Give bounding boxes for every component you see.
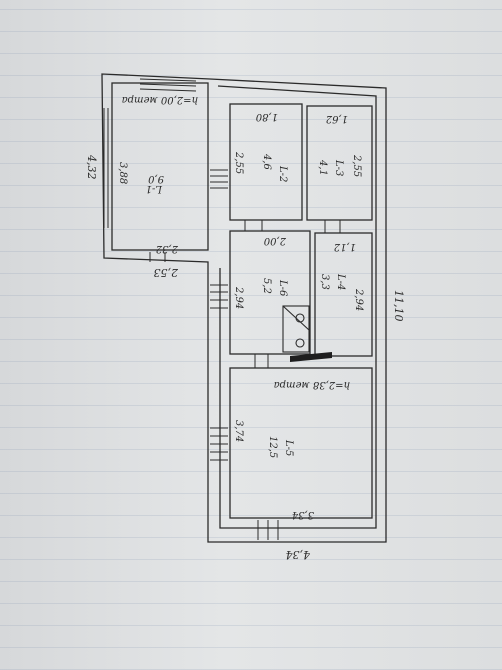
room5-walls: [229, 367, 373, 519]
threshold-bar: [290, 352, 332, 362]
stove: [282, 305, 310, 353]
room3-walls: [306, 105, 373, 221]
windows: [103, 78, 341, 540]
room1-walls: [111, 82, 209, 251]
outer-wall: [101, 73, 387, 543]
room6-walls: [229, 230, 311, 355]
room4-walls: [314, 232, 373, 357]
room2-walls: [229, 103, 303, 221]
inner-wall: [217, 85, 377, 529]
